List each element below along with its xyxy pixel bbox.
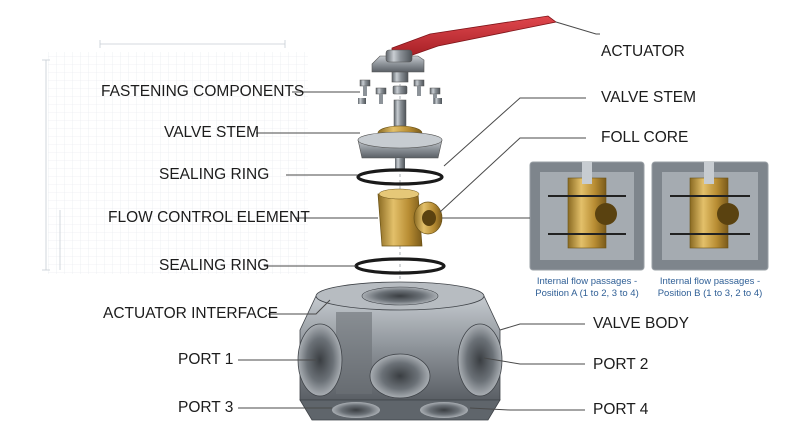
label-port-2: PORT 2 <box>593 356 649 373</box>
caption-position-a: Internal flow passages - Position A (1 t… <box>526 276 648 300</box>
caption-position-b-line2: Position B (1 to 3, 2 to 4) <box>657 288 763 299</box>
label-actuator: ACTUATOR <box>601 43 685 60</box>
leader-lines <box>238 21 600 411</box>
valve-stem <box>357 99 443 170</box>
label-sealing-ring-bottom: SEALING RING <box>159 257 270 274</box>
label-foll-core: FOLL CORE <box>601 129 689 146</box>
label-actuator-interface: ACTUATOR INTERFACE <box>103 305 279 322</box>
valve-body <box>297 281 503 421</box>
label-sealing-ring-top: SEALING RING <box>159 166 270 183</box>
label-fastening-components: FASTENING COMPONENTS <box>101 83 305 100</box>
label-flow-control-element: FLOW CONTROL ELEMENT <box>108 209 310 226</box>
caption-position-b: Internal flow passages - Position B (1 t… <box>648 276 772 300</box>
label-port-4: PORT 4 <box>593 401 649 418</box>
fastening-components <box>358 79 442 104</box>
flow-control-element <box>377 188 443 247</box>
label-valve-stem-left: VALVE STEM <box>164 124 260 141</box>
caption-position-a-line1: Internal flow passages - <box>536 276 638 287</box>
inset-position-a <box>529 161 645 271</box>
sealing-ring-top <box>356 168 444 186</box>
label-valve-body: VALVE BODY <box>593 315 689 332</box>
inset-position-b <box>651 161 769 271</box>
caption-position-a-line2: Position A (1 to 2, 3 to 4) <box>535 288 639 299</box>
label-port-3: PORT 3 <box>178 399 234 416</box>
caption-position-b-line1: Internal flow passages - <box>659 276 761 287</box>
blueprint-grid <box>42 40 308 274</box>
label-port-1: PORT 1 <box>178 351 234 368</box>
actuator-handle <box>371 15 557 83</box>
label-valve-stem-right: VALVE STEM <box>601 89 697 106</box>
